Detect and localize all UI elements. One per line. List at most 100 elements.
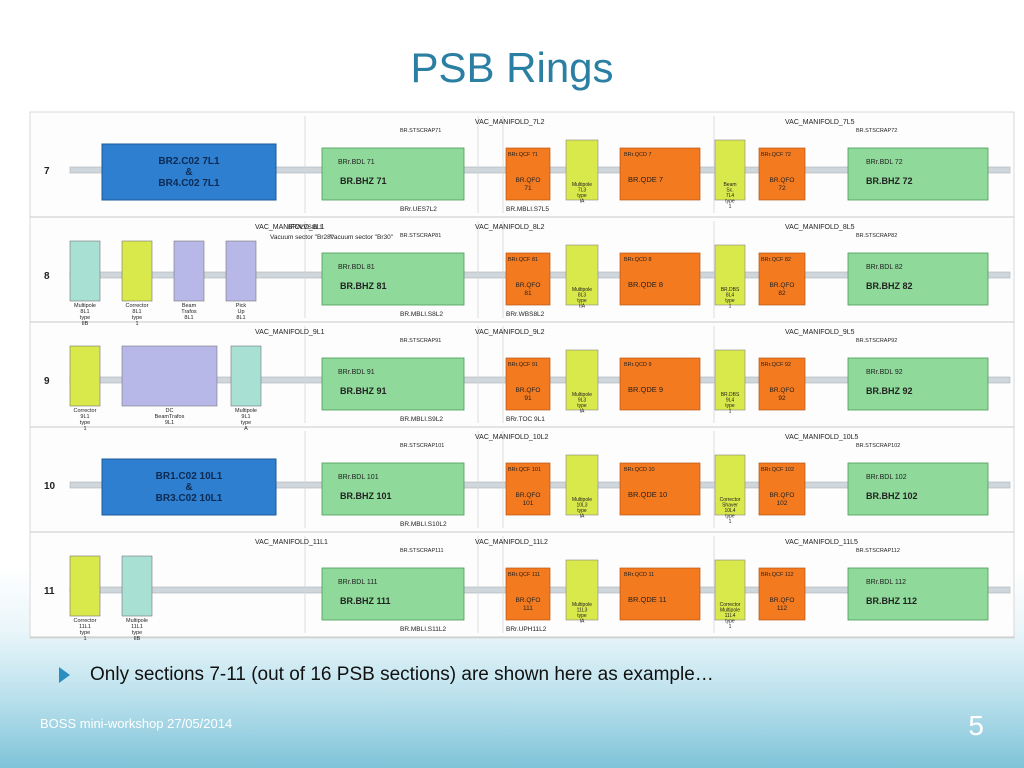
footer-text: BOSS mini-workshop 27/05/2014 — [40, 716, 233, 731]
qde-label: BR.QDE 8 — [628, 280, 663, 289]
element-block — [121, 345, 218, 407]
element-block — [69, 555, 101, 617]
multipole-label: 11L3 — [577, 608, 588, 614]
element-label: type — [80, 315, 90, 321]
corrector-label: 1 — [729, 624, 732, 630]
multipole-label: type — [577, 193, 587, 199]
qde-quadrupole-block — [619, 147, 701, 201]
extra-label: BR.MBLI.S11L2 — [400, 626, 447, 633]
dipole-label: BR1.C02 10L1 — [156, 471, 223, 482]
qfo-label: 91 — [524, 395, 532, 402]
extra-label: BRr.WBS8L2 — [506, 311, 545, 318]
element-label: BeamTrafos — [155, 414, 185, 420]
element-label: 1 — [83, 426, 86, 432]
multipole-label: IA — [580, 514, 585, 520]
qde-label: BR.QDE 11 — [628, 595, 667, 604]
qde-label: BR.QDE 10 — [628, 490, 667, 499]
dipole-label: BR2.C02 7L1 — [158, 156, 220, 167]
qcd-label: BRr.QCD 10 — [624, 467, 655, 473]
vac-manifold-label: VAC_MANIFOLD_11L1 — [255, 539, 328, 546]
element-label: Pick — [236, 303, 247, 309]
qcd-label: BRr.QCD 11 — [624, 572, 654, 578]
multipole-label: Multipole — [572, 182, 592, 188]
scraper2-label: BR.STSCRAP82 — [856, 233, 897, 239]
qfo-quadrupole-block — [505, 567, 551, 621]
scraper2-label: BR.STSCRAP72 — [856, 128, 897, 134]
qcf2-label: BRr.QCF 82 — [761, 257, 791, 263]
multipole-label: 10L3 — [576, 503, 587, 509]
qcf-label: BRr.QCF 111 — [508, 572, 540, 578]
extra-label: BR/VVS8L1 — [288, 224, 323, 231]
multipole-label: IA — [580, 409, 585, 415]
qcd-label: BRr.QCD 8 — [624, 257, 652, 263]
corrector-label: 11L4 — [725, 613, 736, 619]
corrector-label: BR.DBS — [721, 392, 740, 398]
qfo2-label: BR.QFO — [770, 387, 795, 394]
bhz-label: BR.BHZ 71 — [340, 176, 387, 186]
multipole-label: IA — [580, 619, 585, 625]
vac-manifold-label: VAC_MANIFOLD_8L1 — [255, 224, 325, 231]
element-label: Corrector — [126, 303, 149, 309]
bullet-text: Only sections 7-11 (out of 16 PSB sectio… — [90, 664, 714, 685]
element-block — [69, 345, 101, 407]
bending-magnet-block-2 — [847, 567, 989, 621]
vac-manifold-label: VAC_MANIFOLD_11L5 — [785, 539, 858, 546]
bending-magnet-block-2 — [847, 252, 989, 306]
bhz-label: BR.BHZ 81 — [340, 281, 387, 291]
vac-manifold-label: VAC_MANIFOLD_9L1 — [255, 329, 325, 336]
element-block — [225, 240, 257, 302]
qde-quadrupole-block — [619, 462, 701, 516]
qfo2-label: 92 — [778, 395, 786, 402]
bending-magnet-block-2 — [847, 462, 989, 516]
bullet-point: Only sections 7-11 (out of 16 PSB sectio… — [59, 664, 714, 686]
bdl2-label: BRr.BDL 82 — [866, 264, 903, 271]
scraper-label: BR.STSCRAP71 — [400, 128, 441, 134]
dipole-label: BR4.C02 7L1 — [158, 178, 220, 189]
element-block — [69, 240, 101, 302]
multipole-label: 9L3 — [578, 398, 587, 404]
multipole-label: Multipole — [572, 602, 592, 608]
qfo-label: 81 — [524, 290, 532, 297]
vac-manifold-label: VAC_MANIFOLD_7L2 — [475, 119, 545, 126]
corrector-label: 9L4 — [726, 398, 735, 404]
multipole-block — [565, 139, 599, 201]
corrector-label: BR.DBS — [721, 287, 740, 293]
qfo-quadrupole-block — [505, 462, 551, 516]
corrector-label: 1 — [729, 519, 732, 525]
qfo2-label: 102 — [777, 500, 788, 507]
vac-manifold-label: VAC_MANIFOLD_10L2 — [475, 434, 549, 441]
qfo2-quadrupole-block — [758, 147, 806, 201]
bdl2-label: BRr.BDL 102 — [866, 474, 907, 481]
dipole-label: & — [185, 482, 192, 493]
dipole-label: & — [185, 167, 192, 178]
qfo-label: BR.QFO — [516, 282, 541, 289]
qfo-quadrupole-block — [505, 357, 551, 411]
element-label: 8L1 — [236, 315, 245, 321]
multipole-label: type — [577, 508, 587, 514]
element-label: Corrector — [74, 408, 97, 414]
corrector-label: type — [725, 298, 735, 304]
qcf-label: BRr.QCF 101 — [508, 467, 541, 473]
bdl-label: BRr.BDL 81 — [338, 264, 375, 271]
qcf-label: BRr.QCF 91 — [508, 362, 538, 368]
corrector-label: type — [725, 199, 735, 205]
qfo2-label: 112 — [777, 605, 788, 612]
bdl2-label: BRr.BDL 112 — [866, 579, 906, 586]
corrector-label: Shaver — [722, 503, 738, 509]
corrector-label: Sc. — [726, 188, 733, 194]
bullet-arrow-icon — [59, 667, 70, 683]
qcf2-label: BRr.QCF 112 — [761, 572, 794, 578]
extra-label: BRr.UES7L2 — [400, 206, 437, 213]
dipole-label: BR3.C02 10L1 — [156, 493, 223, 504]
corrector-label: Multipole — [720, 608, 740, 614]
element-label: DC — [166, 408, 174, 414]
element-label: Beam — [182, 303, 197, 309]
element-label: IIB — [82, 321, 89, 327]
bhz-label: BR.BHZ 101 — [340, 491, 392, 501]
bdl-label: BRr.BDL 101 — [338, 474, 379, 481]
qfo2-label: BR.QFO — [770, 597, 795, 604]
element-block — [121, 555, 153, 617]
qfo2-label: BR.QFO — [770, 492, 795, 499]
element-label: type — [132, 630, 142, 636]
